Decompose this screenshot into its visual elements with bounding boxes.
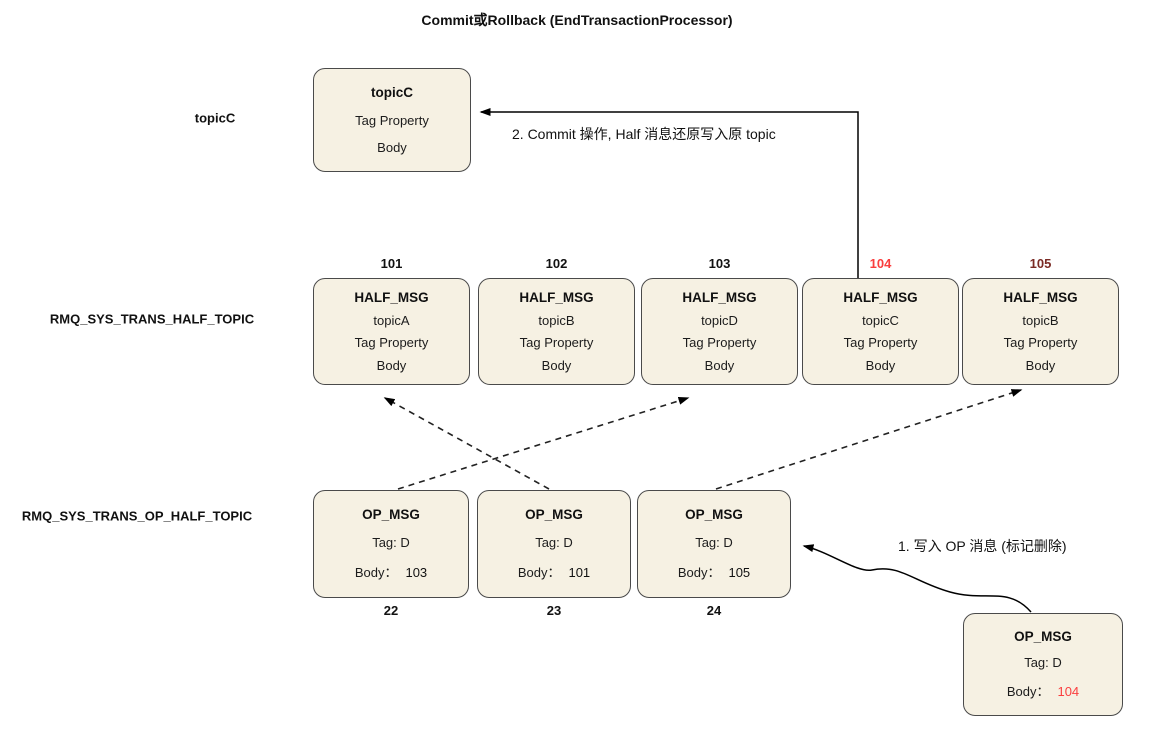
half-num-101: 101 [380,256,403,271]
op-msg-tag: Tag: D [1024,655,1062,670]
half-num-104: 104 [869,256,892,271]
half-msg-tag-property: Tag Property [682,335,757,351]
half-msg-title: HALF_MSG [1003,290,1078,306]
op-msg-body-label: Body： [354,564,398,580]
op-msg-tag: Tag: D [695,534,733,550]
diagram-title: Commit或Rollback (EndTransactionProcessor… [421,12,733,28]
op-msg-body-value: 104 [1057,684,1080,699]
half-msg-topic: topicD [701,312,738,328]
half-msg-title: HALF_MSG [682,290,757,306]
half-msg-box-101: HALF_MSG topicA Tag Property Body [313,278,470,385]
op-msg-body-label: Body： [517,564,561,580]
half-msg-body: Body [541,357,572,373]
op-msg-title: OP_MSG [1014,629,1072,644]
topic-c-box-tag-property: Tag Property [355,112,429,128]
side-label-op-half-topic: RMQ_SYS_TRANS_OP_HALF_TOPIC [21,508,253,524]
op-msg-body-value: 101 [568,564,591,580]
half-msg-topic: topicB [1022,312,1059,328]
half-num-105: 105 [1029,256,1052,271]
half-msg-tag-property: Tag Property [1003,335,1078,351]
half-msg-box-102: HALF_MSG topicB Tag Property Body [478,278,635,385]
op-msg-tag: Tag: D [372,534,410,550]
op-msg-body: Body： 105 [678,562,750,581]
op-msg-box-23: OP_MSG Tag: D Body： 101 [477,490,631,598]
op23-to-half101-arrow [383,397,550,490]
op-msg-body: Body： 104 [1007,681,1079,700]
op-msg-title: OP_MSG [685,507,743,523]
op-msg-body: Body： 103 [355,562,427,581]
topic-c-box-title: topicC [371,85,413,101]
topic-c-box: topicC Tag Property Body [313,68,471,172]
op-msg-box-24: OP_MSG Tag: D Body： 105 [637,490,791,598]
op-msg-tag: Tag: D [535,534,573,550]
op-msg-title: OP_MSG [525,507,583,523]
write-op-annotation: 1. 写入 OP 消息 (标记删除) [898,538,1067,554]
op-num-22: 22 [383,603,399,618]
op-msg-title: OP_MSG [362,507,420,523]
half-msg-title: HALF_MSG [354,290,429,306]
op-msg-body-value: 103 [405,564,428,580]
half-msg-topic: topicA [373,312,410,328]
op-msg-body: Body： 101 [518,562,590,581]
side-label-topic-c: topicC [194,110,236,126]
op22-to-half103-arrow [397,397,690,490]
half-msg-tag-property: Tag Property [354,335,429,351]
op-msg-body-label: Body： [677,564,721,580]
topic-c-box-body: Body [377,139,407,155]
half-msg-box-104: HALF_MSG topicC Tag Property Body [802,278,959,385]
half-msg-title: HALF_MSG [843,290,918,306]
commit-annotation: 2. Commit 操作, Half 消息还原写入原 topic [512,126,776,142]
op-num-23: 23 [546,603,562,618]
half-msg-topic: topicB [538,312,575,328]
half-msg-topic: topicC [862,312,899,328]
half-msg-title: HALF_MSG [519,290,594,306]
half-num-102: 102 [545,256,568,271]
extra-op-msg-box: OP_MSG Tag: D Body： 104 [963,613,1123,716]
half-num-103: 103 [708,256,731,271]
half-msg-body: Body [1025,357,1056,373]
half-msg-body: Body [704,357,735,373]
half-msg-box-103: HALF_MSG topicD Tag Property Body [641,278,798,385]
half-msg-tag-property: Tag Property [843,335,918,351]
half-msg-box-105: HALF_MSG topicB Tag Property Body [962,278,1119,385]
op-msg-body-value: 105 [728,564,751,580]
half-msg-body: Body [865,357,896,373]
half-msg-body: Body [376,357,407,373]
side-label-half-topic: RMQ_SYS_TRANS_HALF_TOPIC [49,311,255,327]
op24-to-half105-arrow [715,389,1023,490]
half-msg-tag-property: Tag Property [519,335,594,351]
op-num-24: 24 [706,603,722,618]
op-msg-body-label: Body： [1006,684,1050,699]
op-msg-box-22: OP_MSG Tag: D Body： 103 [313,490,469,598]
